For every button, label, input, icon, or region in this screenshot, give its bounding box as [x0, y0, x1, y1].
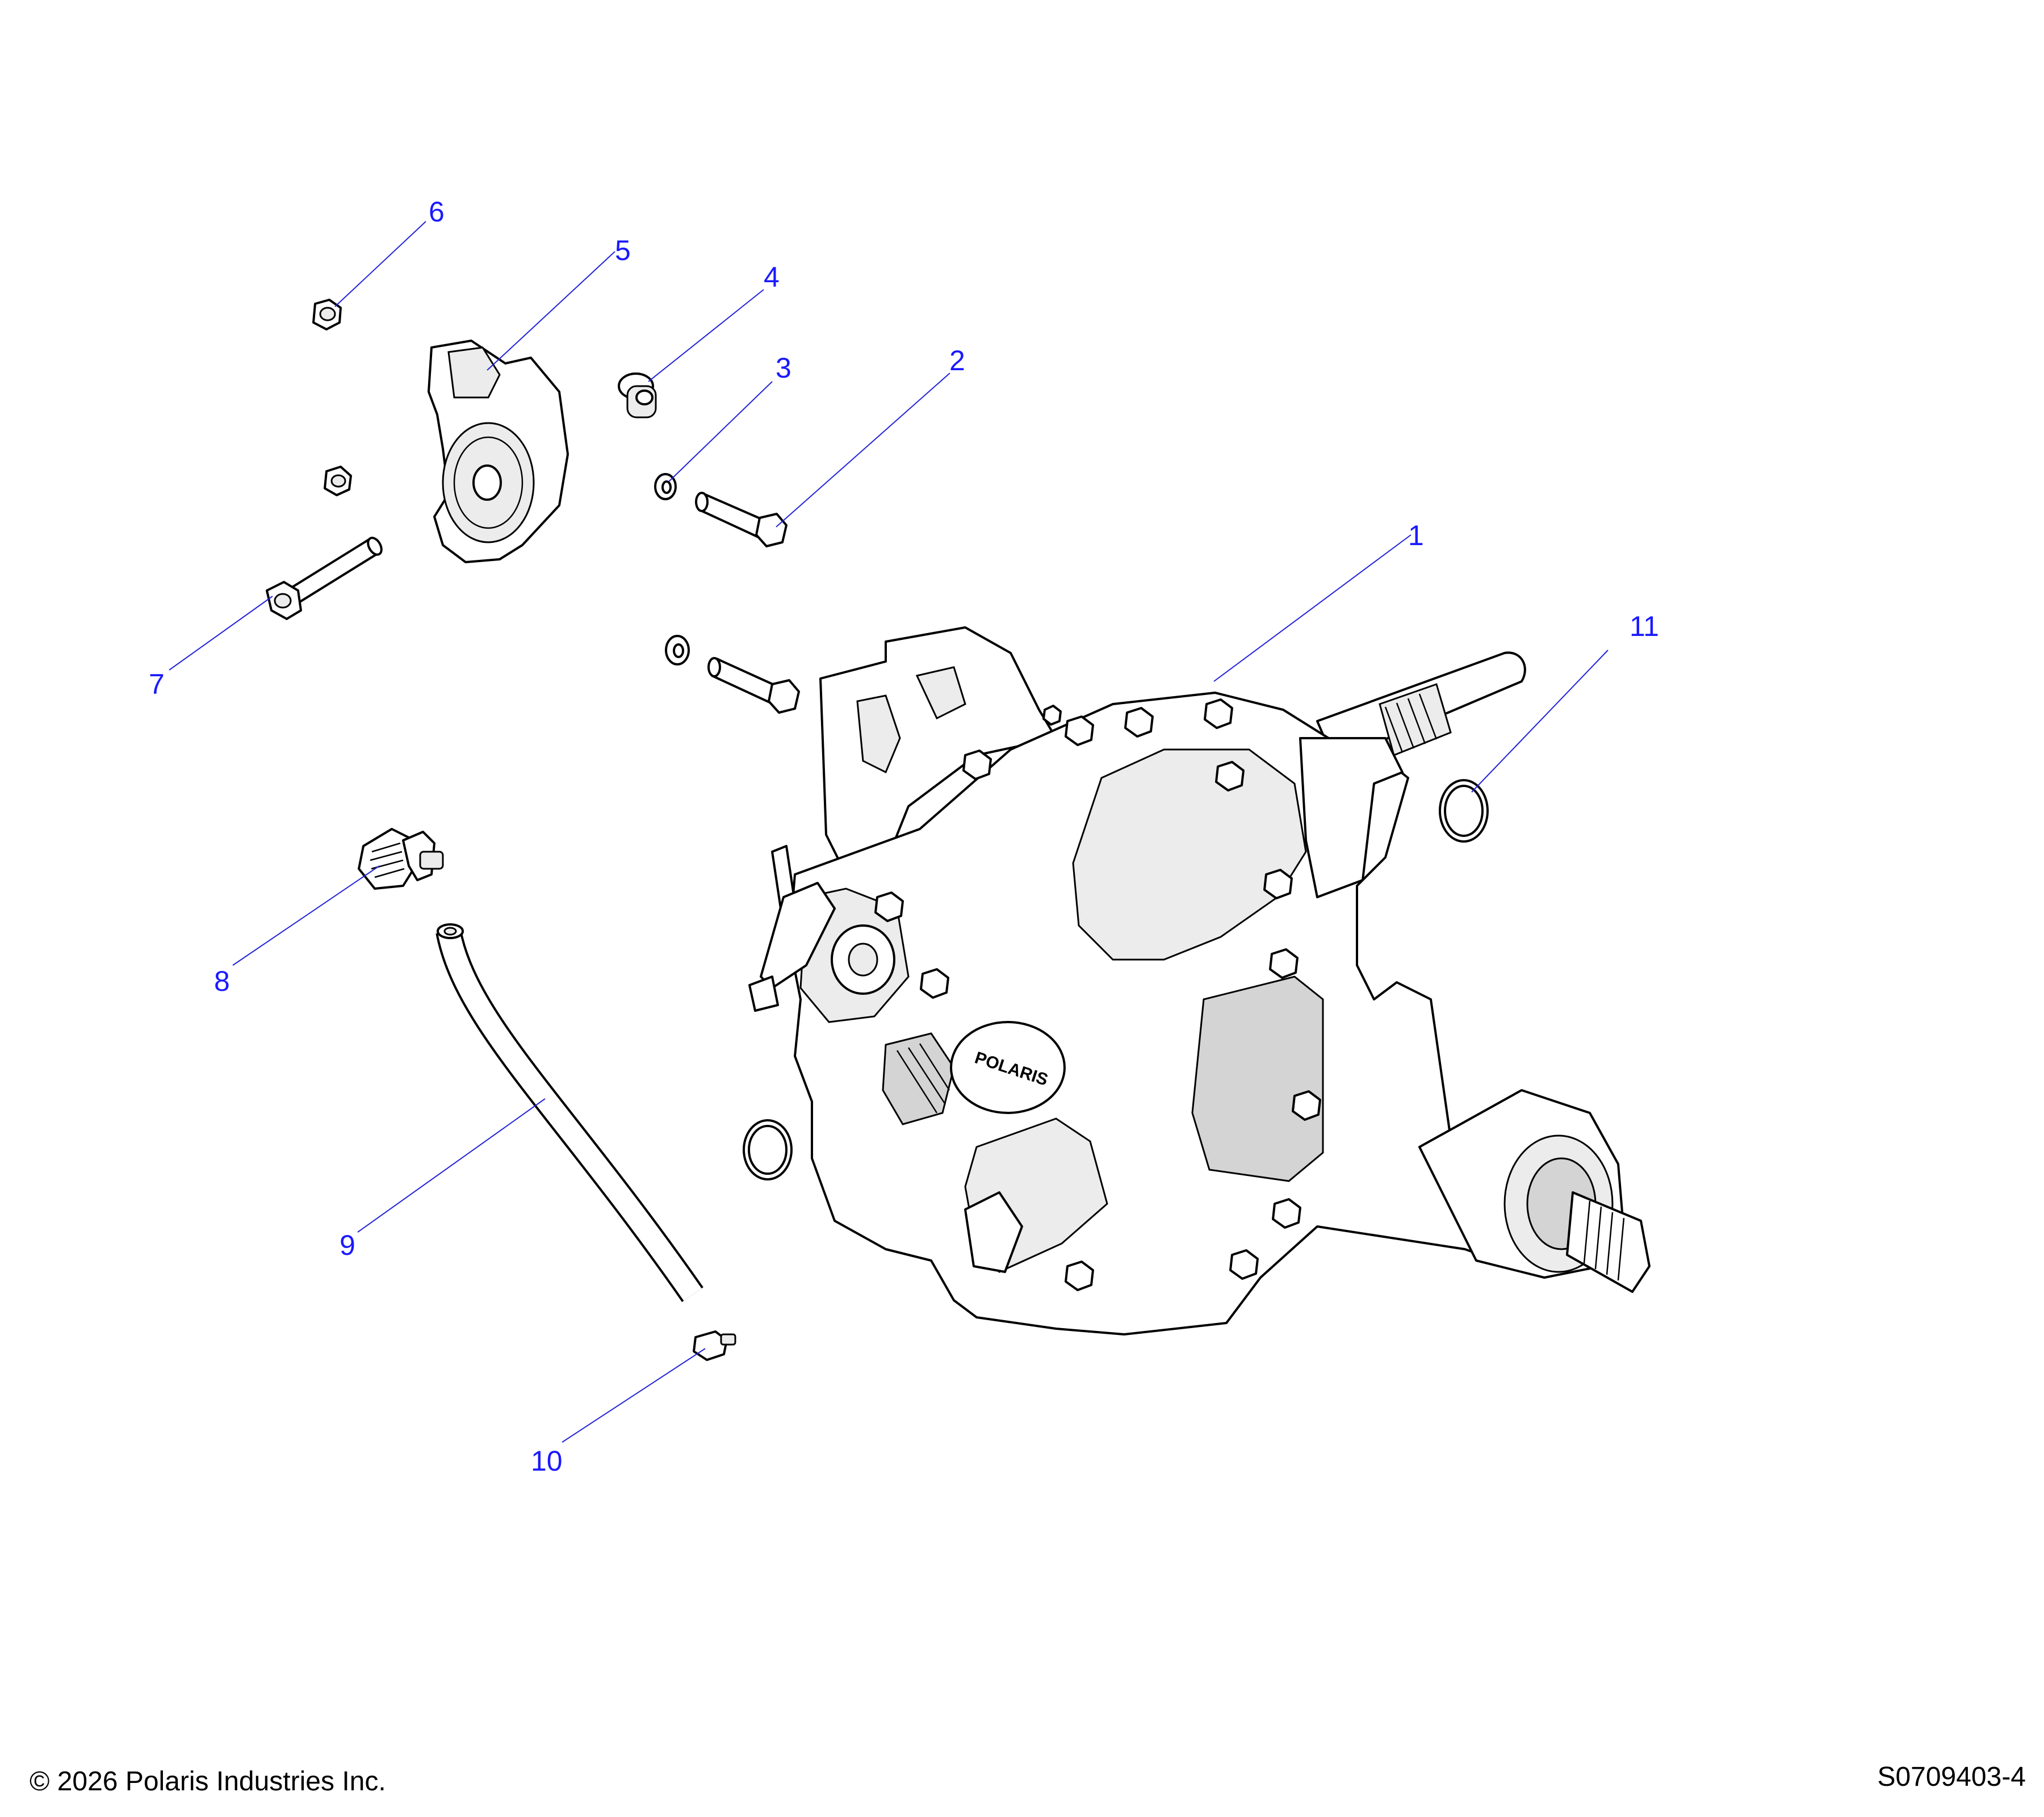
callout-6[interactable]: 6 [429, 196, 445, 228]
callout-7[interactable]: 7 [149, 668, 165, 700]
leader-6 [334, 221, 426, 307]
callout-2[interactable]: 2 [949, 345, 965, 376]
o-ring-left[interactable] [743, 1119, 793, 1180]
washer-extra[interactable] [665, 635, 690, 665]
part-6-flange-nut[interactable] [312, 299, 342, 330]
leader-11 [1471, 650, 1609, 793]
callout-10[interactable]: 10 [531, 1445, 563, 1477]
part-11-o-ring[interactable] [1439, 779, 1489, 843]
callout-4[interactable]: 4 [764, 261, 780, 293]
callout-1[interactable]: 1 [1408, 520, 1424, 551]
leader-3 [668, 381, 773, 482]
callout-9[interactable]: 9 [340, 1229, 355, 1261]
leader-4 [648, 289, 764, 382]
part-7-bolt[interactable] [266, 535, 384, 620]
leader-10 [562, 1348, 706, 1443]
copyright-notice: © 2026 Polaris Industries Inc. [30, 1766, 386, 1797]
part-8-vent-fitting[interactable] [358, 828, 444, 890]
part-5-sensor-housing[interactable] [428, 340, 569, 563]
leader-2 [776, 372, 950, 527]
part-4-plug[interactable] [618, 372, 657, 418]
callout-5[interactable]: 5 [615, 235, 631, 266]
leader-1 [1213, 534, 1411, 682]
drawing-number: S0709403-4 [1877, 1762, 2026, 1792]
callout-8[interactable]: 8 [214, 965, 230, 997]
flange-nut-extra[interactable] [324, 466, 352, 496]
callout-3[interactable]: 3 [776, 352, 791, 384]
part-9-breather-hose[interactable] [435, 923, 703, 1303]
callout-11[interactable]: 11 [1630, 610, 1659, 642]
leader-7 [169, 596, 273, 671]
bolt-extra[interactable] [707, 657, 800, 714]
part-2-bolt[interactable] [695, 492, 788, 547]
leader-5 [487, 251, 615, 371]
leader-8 [232, 865, 380, 966]
part-10-hose-clip[interactable] [693, 1330, 736, 1361]
part-1-transmission-assembly[interactable]: POLARIS [748, 626, 1651, 1335]
leader-9 [357, 1098, 546, 1233]
